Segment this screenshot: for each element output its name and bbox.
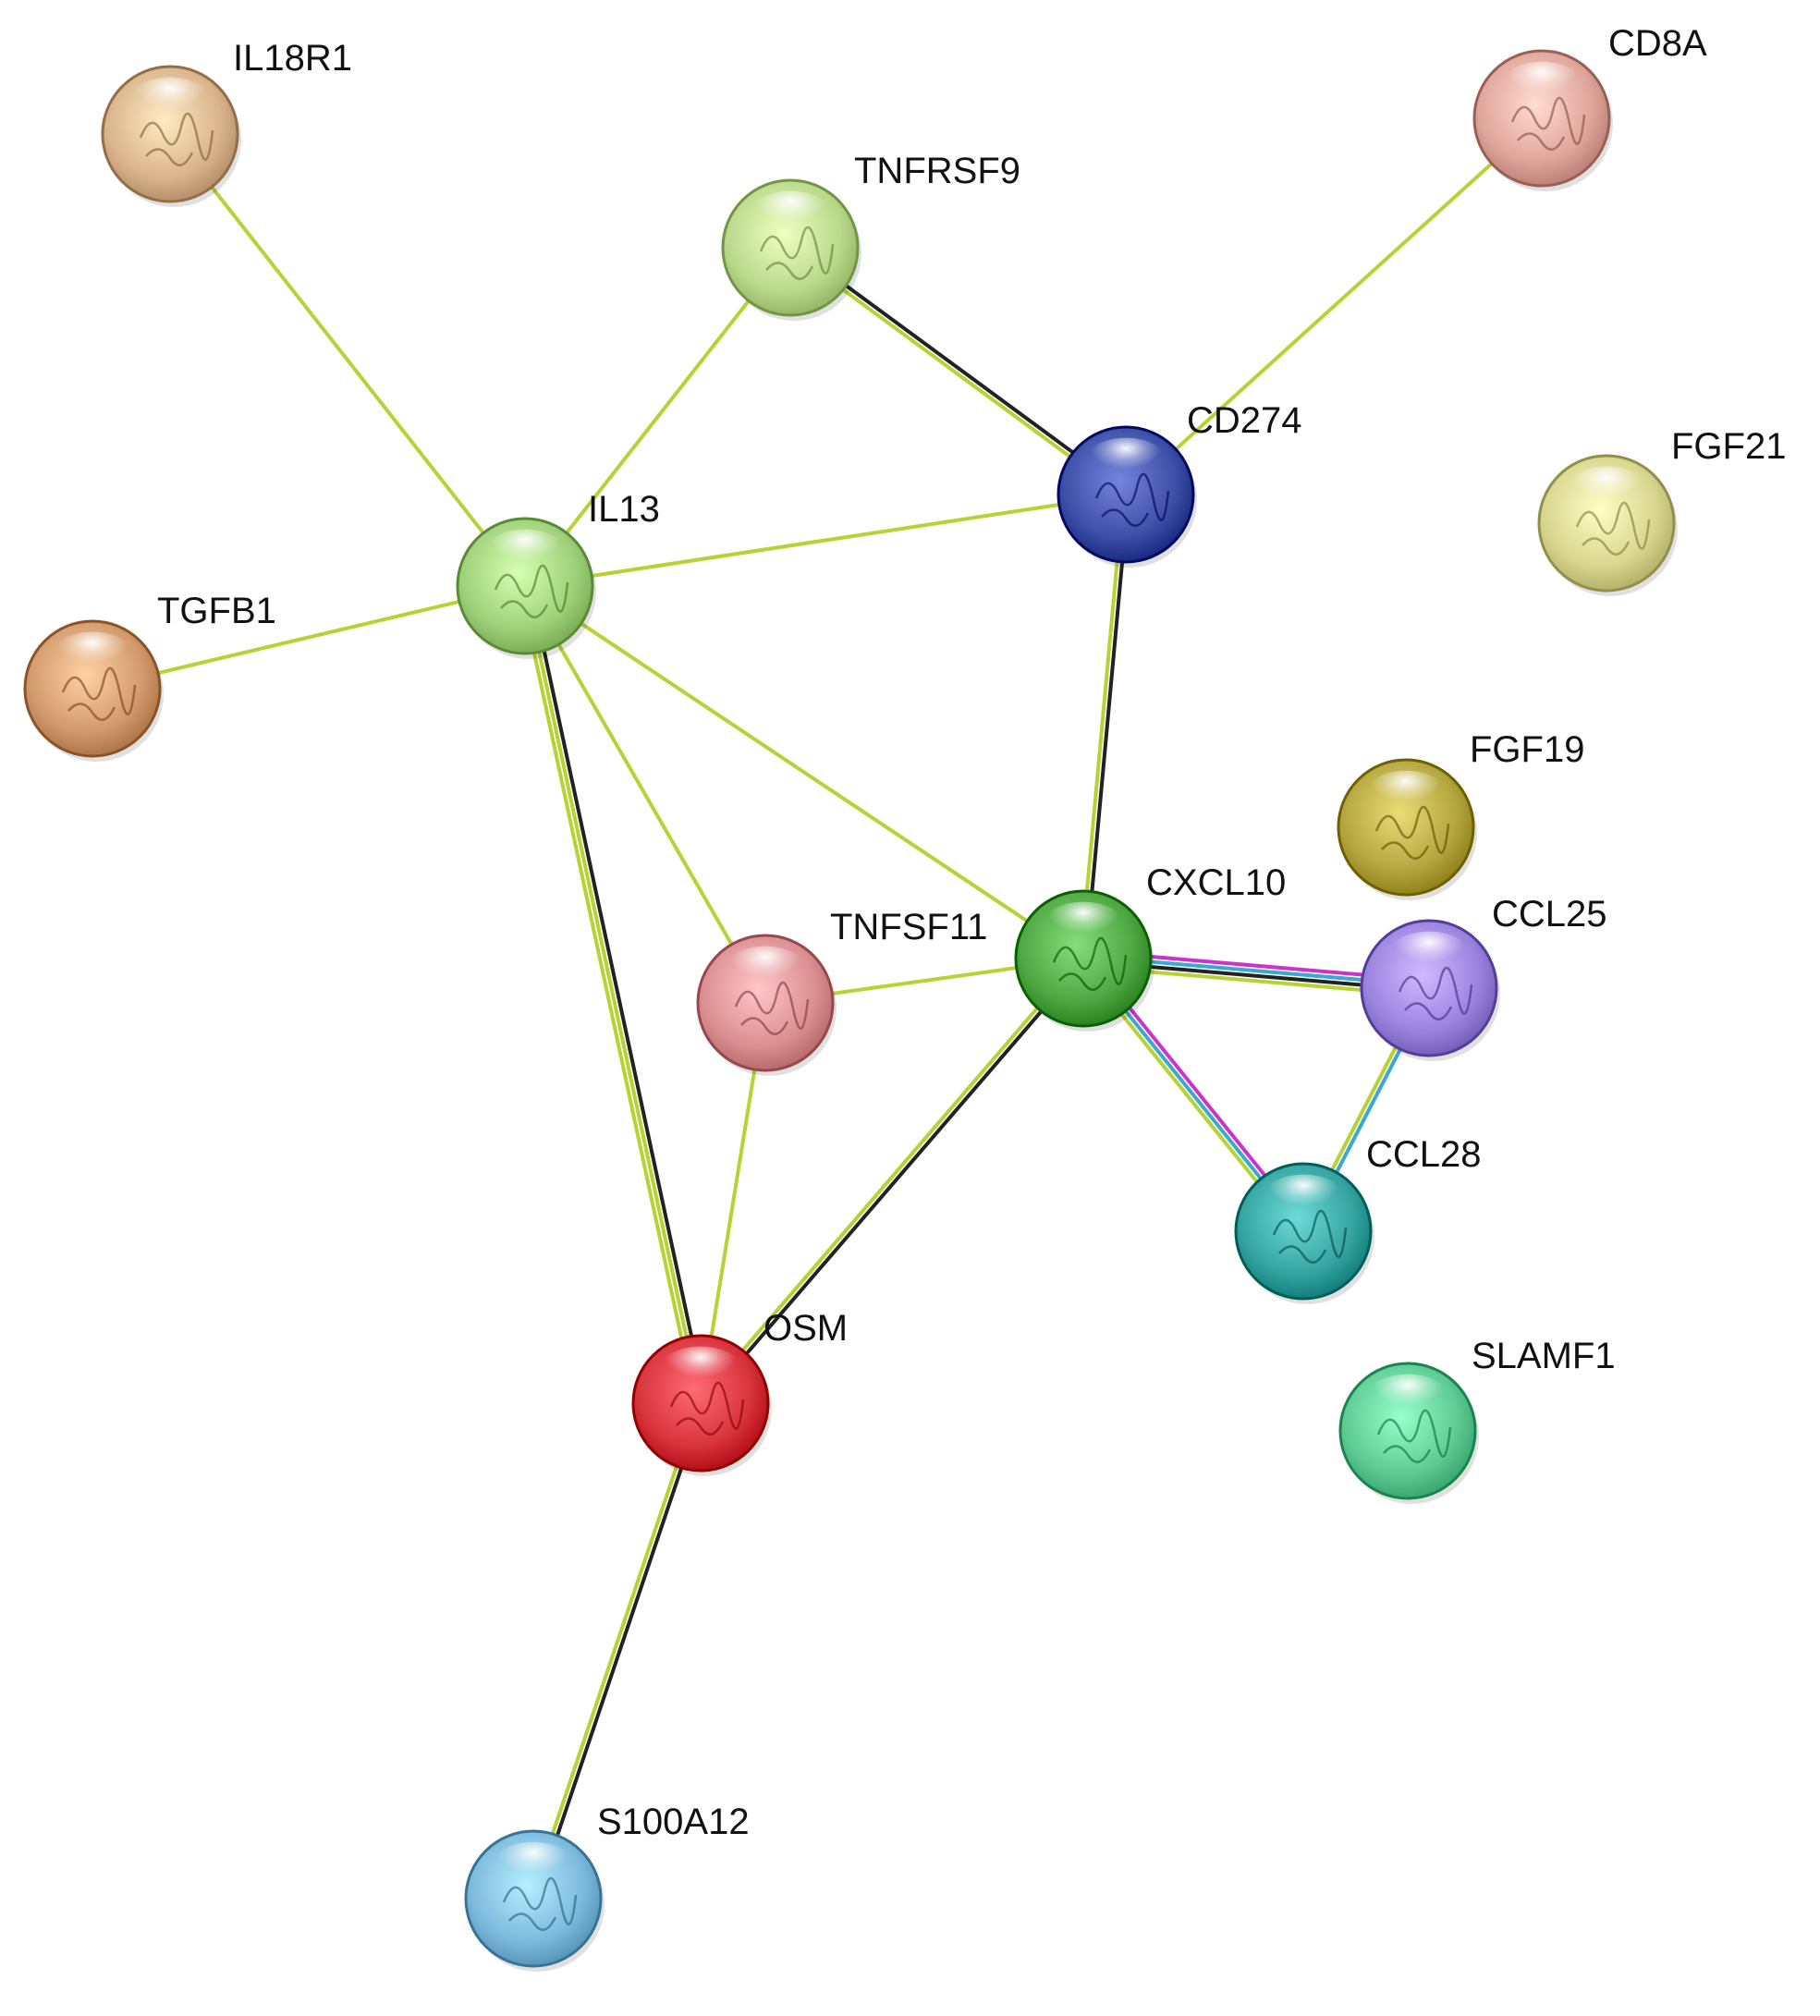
- node-highlight: [1261, 1174, 1346, 1224]
- edge-cd8a-cd274: [1124, 116, 1544, 496]
- protein-structure-icon: [502, 1876, 578, 1931]
- node-ccl28[interactable]: CCL28: [1234, 1134, 1482, 1304]
- protein-structure-icon: [669, 1381, 745, 1436]
- node-ccl25[interactable]: CCL25: [1360, 894, 1607, 1061]
- protein-structure-icon: [1374, 805, 1450, 860]
- edge-tnfrsf9-il13: [523, 246, 792, 588]
- node-osm[interactable]: OSM: [631, 1308, 848, 1476]
- node-highlight: [128, 77, 213, 127]
- edge-tgfb1-il13: [91, 584, 527, 690]
- node-highlight: [723, 946, 808, 996]
- nodes-layer: IL18R1 CD8A TNFRSF9CD274FGF21IL13TGFB1FGF1…: [23, 23, 1786, 1972]
- node-label-cd8a: CD8A: [1608, 23, 1707, 64]
- node-label-il13: IL13: [588, 489, 660, 530]
- node-label-cd274: CD274: [1187, 400, 1302, 441]
- node-highlight: [748, 190, 833, 240]
- node-slamf1[interactable]: SLAMF1: [1338, 1336, 1616, 1504]
- node-fgf19[interactable]: FGF19: [1337, 729, 1584, 900]
- edge-line-coexpression: [528, 582, 708, 1404]
- edge-line-coexpression: [701, 958, 1088, 1407]
- node-label-cxcl10: CXCL10: [1146, 862, 1286, 903]
- node-label-fgf19: FGF19: [1470, 729, 1584, 770]
- edge-line-textmining: [91, 584, 527, 690]
- node-highlight: [50, 631, 135, 681]
- edge-il13-tnfsf11: [523, 584, 767, 1005]
- edge-line-textmining: [529, 1400, 701, 1900]
- edge-line-textmining: [787, 248, 1127, 499]
- protein-structure-icon: [494, 564, 569, 618]
- node-highlight: [482, 529, 568, 579]
- node-label-ccl28: CCL28: [1366, 1134, 1482, 1175]
- protein-structure-icon: [139, 112, 214, 166]
- edge-line-textmining: [168, 132, 527, 588]
- edge-line-textmining: [523, 584, 767, 1005]
- node-label-s100a12: S100A12: [597, 1802, 750, 1842]
- node-highlight: [491, 1841, 576, 1891]
- node-cd274[interactable]: CD274: [1057, 400, 1302, 568]
- node-il18r1[interactable]: IL18R1: [101, 38, 352, 207]
- edge-line-textmining: [1124, 116, 1544, 496]
- node-label-tnfrsf9: TNFRSF9: [854, 151, 1020, 191]
- edge-line-coexpression: [789, 243, 1130, 495]
- node-label-slamf1: SLAMF1: [1472, 1336, 1616, 1376]
- node-il13[interactable]: IL13: [456, 489, 660, 659]
- edge-osm-s100a12: [529, 1400, 705, 1901]
- protein-structure-icon: [734, 981, 810, 1035]
- node-label-osm: OSM: [763, 1308, 848, 1349]
- edge-line-textmining: [523, 493, 1128, 588]
- protein-structure-icon: [1510, 96, 1586, 151]
- node-s100a12[interactable]: S100A12: [464, 1802, 750, 1972]
- node-highlight: [658, 1346, 743, 1396]
- protein-structure-icon: [759, 226, 835, 280]
- edge-il13-cd274: [523, 493, 1128, 588]
- edge-line-textmining: [1079, 492, 1126, 960]
- protein-structure-icon: [1376, 1409, 1452, 1463]
- node-highlight: [1363, 770, 1448, 820]
- edge-line-textmining: [696, 955, 1083, 1404]
- node-label-tgfb1: TGFB1: [157, 591, 276, 631]
- protein-structure-icon: [1094, 472, 1170, 527]
- node-fgf21[interactable]: FGF21: [1537, 426, 1786, 596]
- edge-line-textmining: [523, 584, 702, 1405]
- node-label-tnfsf11: TNFSF11: [830, 907, 987, 947]
- node-highlight: [1386, 931, 1472, 981]
- protein-structure-icon: [1398, 966, 1473, 1020]
- node-label-il18r1: IL18R1: [233, 38, 352, 79]
- node-highlight: [1365, 1374, 1450, 1423]
- node-label-fgf21: FGF21: [1671, 426, 1786, 467]
- edge-line-textmining: [523, 246, 792, 588]
- protein-structure-icon: [61, 666, 137, 721]
- protein-structure-icon: [1272, 1209, 1348, 1264]
- node-cxcl10[interactable]: CXCL10: [1014, 862, 1286, 1032]
- node-tgfb1[interactable]: TGFB1: [23, 591, 276, 762]
- edge-il13-cxcl10: [523, 584, 1085, 960]
- node-highlight: [1499, 61, 1584, 111]
- node-highlight: [1564, 466, 1649, 516]
- edge-il18r1-il13: [168, 132, 527, 588]
- node-highlight: [1041, 901, 1126, 951]
- node-cd8a[interactable]: CD8A: [1472, 23, 1707, 191]
- node-highlight: [1083, 437, 1168, 487]
- edge-line-coexpression: [1083, 493, 1130, 961]
- edge-line-coexpression: [533, 1401, 705, 1901]
- edge-line-textmining: [523, 584, 1085, 960]
- protein-structure-icon: [1052, 936, 1128, 991]
- edge-il13-osm: [518, 582, 708, 1407]
- edge-line-textmining: [518, 585, 698, 1407]
- edge-cd274-cxcl10: [1079, 492, 1130, 961]
- node-label-ccl25: CCL25: [1492, 894, 1607, 935]
- node-tnfsf11[interactable]: TNFSF11: [696, 907, 987, 1076]
- protein-structure-icon: [1575, 501, 1651, 556]
- edge-tnfrsf9-cd274: [787, 243, 1130, 499]
- edge-cxcl10-osm: [696, 955, 1088, 1407]
- node-tnfrsf9[interactable]: TNFRSF9: [721, 151, 1020, 321]
